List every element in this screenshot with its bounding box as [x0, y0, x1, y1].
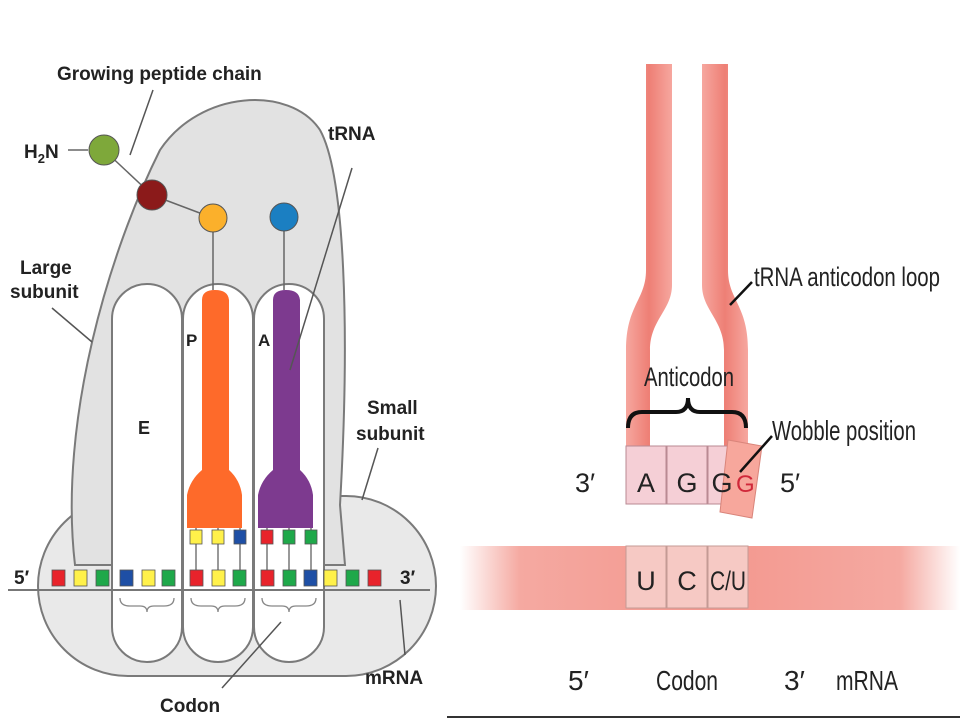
codon-letter: U [636, 566, 656, 596]
anticodon-base [211, 529, 225, 545]
ribosome-panel: Growing peptide chain H2N tRNA Large sub… [8, 64, 437, 717]
label-h2n: H2N [24, 142, 59, 166]
label-codon-right: Codon [656, 665, 718, 696]
label-small-subunit-2: subunit [356, 424, 425, 445]
label-large-subunit-1: Large [20, 258, 72, 279]
label-mrna-right: mRNA [836, 665, 898, 696]
label-5prime-top: 5′ [780, 468, 800, 498]
mrna-base [345, 569, 360, 587]
anticodon-letter: G [676, 468, 697, 498]
label-five-prime: 5′ [14, 568, 30, 589]
mrna-base [323, 569, 338, 587]
anticodon-base [282, 529, 296, 545]
mrna-base [119, 569, 134, 587]
label-site-p: P [186, 331, 197, 350]
anticodon-base [260, 529, 274, 545]
label-three-prime: 3′ [400, 568, 416, 589]
label-growing-chain: Growing peptide chain [57, 64, 262, 85]
amino-acid-3 [198, 203, 228, 233]
trna-right-strand [702, 64, 748, 446]
mrna-base [51, 569, 66, 587]
label-small-subunit-1: Small [367, 398, 418, 419]
codon-letter: C/U [710, 566, 746, 596]
anticodon-base [233, 529, 247, 545]
label-mrna-left: mRNA [365, 668, 423, 689]
p-anticodon-bases [189, 528, 247, 570]
label-large-subunit-2: subunit [10, 282, 79, 303]
label-site-e: E [138, 418, 150, 438]
label-5prime-bottom: 5′ [568, 665, 589, 696]
a-anticodon-bases [260, 528, 318, 570]
wobble-g: G [736, 471, 755, 498]
anticodon-base [304, 529, 318, 545]
site-e-pocket [111, 283, 183, 663]
mrna-base [95, 569, 110, 587]
trna-left-strand [626, 64, 672, 446]
label-3prime-top: 3′ [575, 468, 595, 498]
codon-letter: C [677, 566, 697, 596]
label-codon-left: Codon [160, 696, 220, 717]
amino-acid-2 [136, 179, 168, 211]
mrna-base [260, 569, 275, 587]
mrna-base [189, 569, 204, 587]
trna-p [187, 290, 242, 528]
amino-acid-1 [88, 134, 120, 166]
anticodon-base [189, 529, 203, 545]
label-3prime-bottom: 3′ [784, 665, 805, 696]
anticodon-letter: G [711, 468, 732, 498]
codon-boxes [625, 545, 749, 609]
label-anticodon: Anticodon [644, 362, 734, 392]
label-trna: tRNA [328, 124, 376, 145]
amino-acid-4 [269, 202, 299, 232]
codon-brackets [119, 597, 317, 613]
anticodon-bracket [626, 397, 748, 429]
anticodon-letter: A [637, 468, 655, 498]
mrna-base [161, 569, 176, 587]
mrna-base [232, 569, 247, 587]
mrna-base [367, 569, 382, 587]
mrna-base [303, 569, 318, 587]
mrna-base [211, 569, 226, 587]
mrna-base [282, 569, 297, 587]
mrna-base [73, 569, 88, 587]
mrna-bases [51, 569, 382, 587]
label-site-a: A [258, 331, 270, 350]
label-trna-anticodon-loop: tRNA anticodon loop [754, 262, 940, 292]
mrna-base [141, 569, 156, 587]
label-wobble-position: Wobble position [772, 415, 916, 446]
trna-a [258, 290, 313, 528]
